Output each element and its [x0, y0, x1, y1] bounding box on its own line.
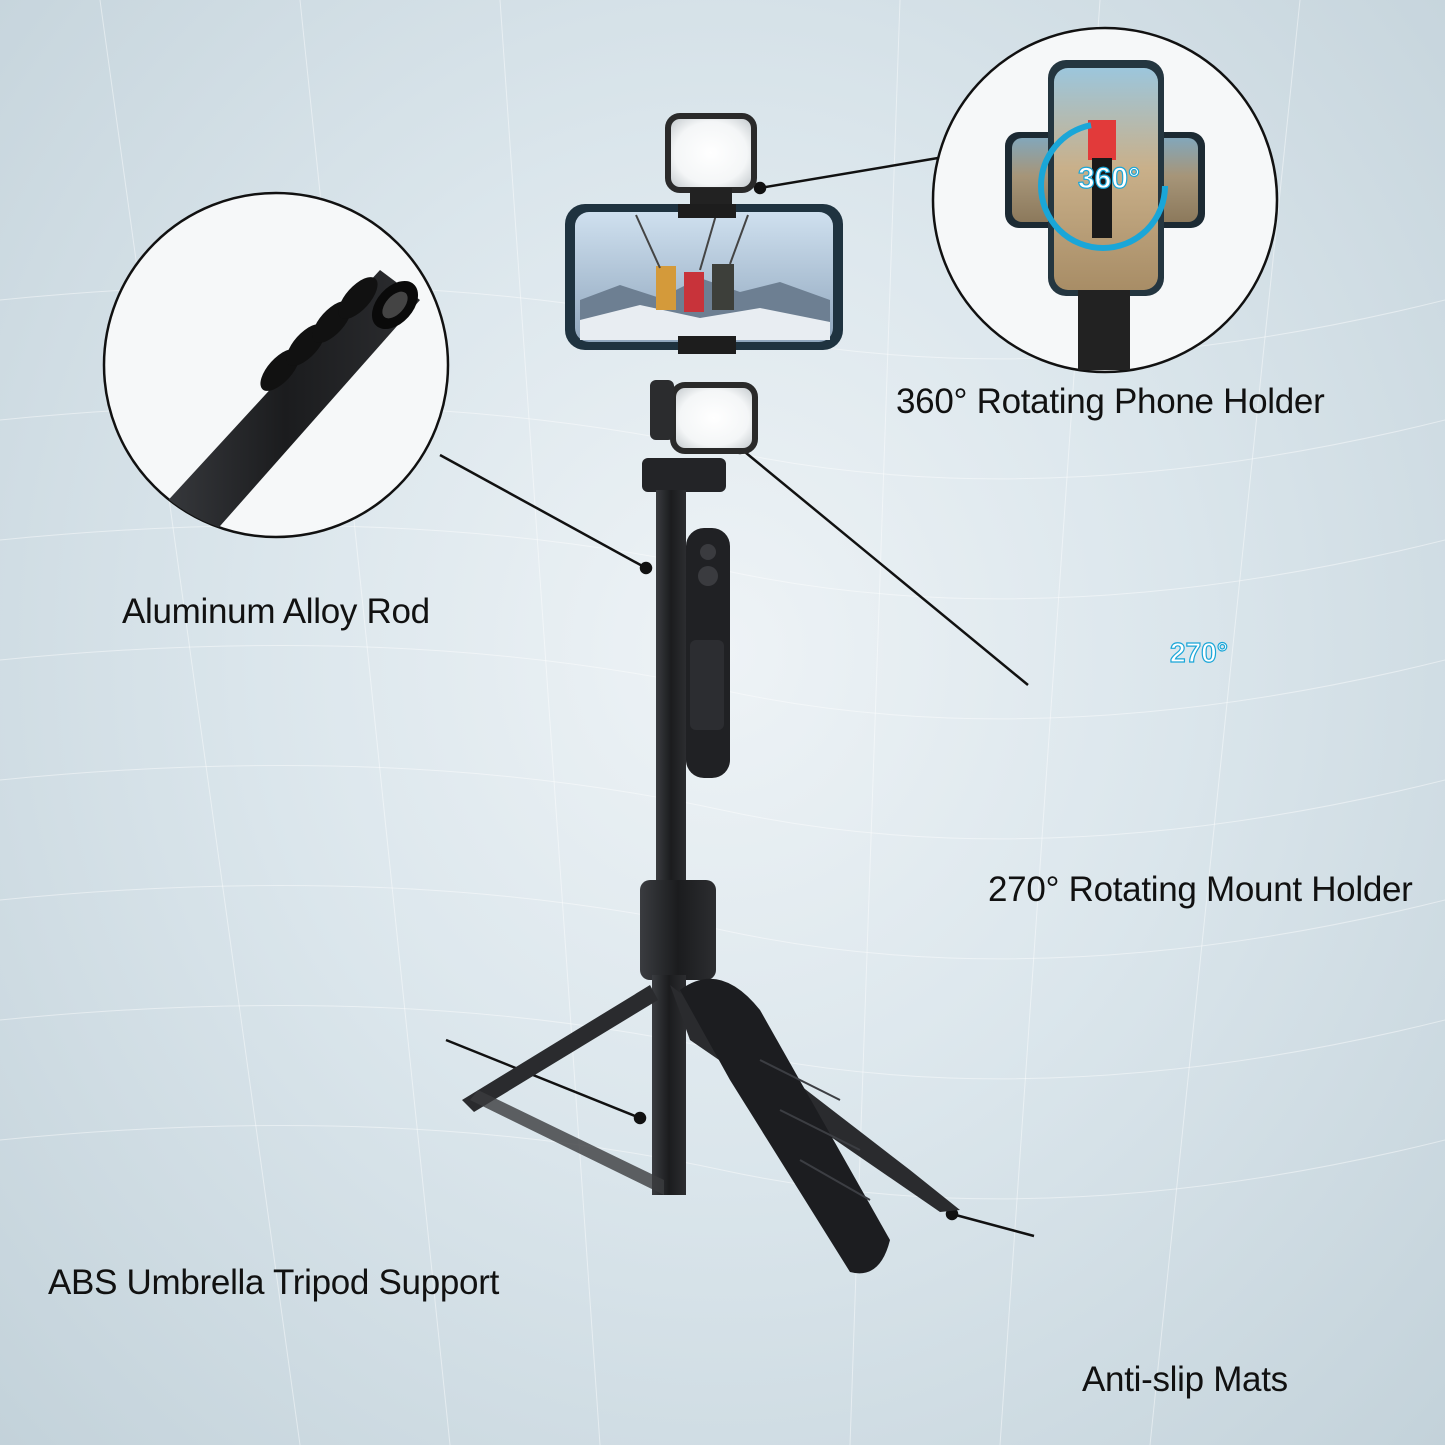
- label-anti-slip-mats: Anti-slip Mats: [1082, 1360, 1288, 1399]
- rotate-270-icon: 270°: [1169, 636, 1228, 668]
- rotate-360-icon: 360°: [1077, 161, 1141, 195]
- selfie-stick-tripod: [462, 113, 960, 1274]
- label-abs-umbrella-tripod-support: ABS Umbrella Tripod Support: [48, 1263, 500, 1302]
- rod-detail: [150, 270, 420, 537]
- label-aluminum-alloy-rod: Aluminum Alloy Rod: [122, 592, 430, 631]
- label-270-rotating-mount-holder: 270° Rotating Mount Holder: [988, 870, 1413, 909]
- label-360-rotating-phone-holder: 360° Rotating Phone Holder: [896, 382, 1325, 421]
- phone-holder-360-detail: [1005, 60, 1205, 370]
